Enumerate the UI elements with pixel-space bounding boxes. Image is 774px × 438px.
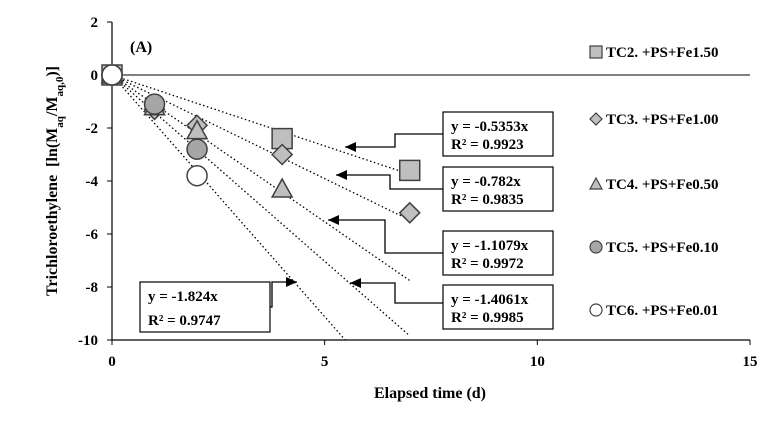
x-axis-title: Elapsed time (d)	[374, 385, 486, 402]
y-axis-title-end: )]	[44, 66, 61, 77]
y-tick-label: -4	[86, 174, 99, 190]
equation-text: y = -1.4061x	[451, 292, 529, 308]
y-axis-title-sub2: aq,0	[54, 76, 66, 96]
data-point	[186, 164, 208, 187]
data-point	[271, 143, 294, 166]
legend-marker	[588, 176, 604, 190]
equation-text: y = -1.1079x	[451, 238, 529, 254]
arrow-head	[345, 142, 356, 152]
r-squared-text: R² = 0.9972	[451, 256, 524, 272]
arrow-line	[345, 133, 443, 148]
y-axis-title-mid: /M	[44, 97, 61, 118]
data-point	[270, 177, 294, 198]
legend-item: TC6. +PS+Fe0.01	[589, 303, 719, 319]
data-point	[398, 159, 421, 182]
legend-marker	[589, 45, 603, 59]
data-point	[398, 201, 421, 224]
legend-label: TC6. +PS+Fe0.01	[606, 303, 719, 319]
equation-text: y = -1.824x	[148, 289, 218, 305]
r-squared-text: R² = 0.9985	[451, 310, 524, 326]
arrow-line	[270, 281, 297, 308]
y-axis-title: Trichloroethylene [ln(Maq/Maq,0)]	[44, 66, 66, 296]
data-point	[101, 64, 123, 86]
r-squared-text: R² = 0.9835	[451, 192, 524, 208]
legend-item: TC5. +PS+Fe0.10	[589, 240, 719, 256]
panel-label: (A)	[130, 39, 152, 56]
trendline	[112, 74, 347, 340]
arrow-head	[328, 215, 339, 225]
equation-box	[442, 111, 554, 157]
legend-marker	[589, 240, 603, 254]
legend-item: TC4. +PS+Fe0.50	[588, 176, 719, 193]
x-tick-label: 15	[743, 354, 758, 370]
legend-item: TC3. +PS+Fe1.00	[589, 112, 719, 128]
arrow-line	[350, 282, 443, 304]
legend-item: TC2. +PS+Fe1.50	[589, 45, 719, 61]
legend-label: TC5. +PS+Fe0.10	[606, 240, 719, 256]
legend-marker	[589, 303, 603, 317]
arrow-head	[286, 277, 297, 287]
r-squared-text: R² = 0.9747	[148, 313, 221, 329]
r-squared-text: R² = 0.9923	[451, 137, 524, 153]
data-point	[186, 138, 208, 160]
y-axis-title-sub1: aq	[54, 115, 66, 128]
x-tick-label: 5	[321, 354, 329, 370]
equation-box	[442, 230, 554, 276]
arrow-line	[336, 174, 443, 190]
y-tick-label: 0	[91, 68, 99, 84]
equation-annotation: y = -1.4061x R² = 0.9985	[350, 278, 554, 330]
arrow-line	[328, 219, 443, 254]
y-tick-label: 2	[91, 15, 99, 31]
y-axis-title-main: Trichloroethylene	[44, 175, 61, 296]
data-point	[143, 93, 166, 115]
legend-marker	[589, 112, 603, 126]
x-tick-label: 10	[530, 354, 545, 370]
legend-label: TC3. +PS+Fe1.00	[606, 112, 719, 128]
trendline	[112, 74, 410, 175]
equation-box	[442, 166, 554, 212]
arrow-head	[350, 278, 361, 288]
y-tick-label: -2	[86, 121, 99, 137]
x-tick-label: 0	[108, 354, 116, 370]
equation-annotation: y = -1.1079x R² = 0.9972	[328, 215, 554, 276]
y-tick-label: -10	[78, 333, 98, 349]
equation-annotation: y = -0.782x R² = 0.9835	[336, 166, 554, 212]
y-axis-title-expr: [ln(M	[44, 128, 61, 167]
equation-text: y = -0.5353x	[451, 119, 529, 135]
y-tick-label: -8	[86, 280, 99, 296]
legend-label: TC2. +PS+Fe1.50	[606, 45, 719, 61]
arrow-head	[336, 170, 347, 180]
equation-annotation: y = -1.824x R² = 0.9747	[139, 277, 297, 333]
equation-box	[442, 284, 554, 330]
equation-text: y = -0.782x	[451, 174, 521, 190]
equation-annotation: y = -0.5353x R² = 0.9923	[345, 111, 554, 157]
equation-box	[139, 281, 271, 333]
y-tick-label: -6	[86, 227, 99, 243]
legend-label: TC4. +PS+Fe0.50	[606, 177, 719, 193]
